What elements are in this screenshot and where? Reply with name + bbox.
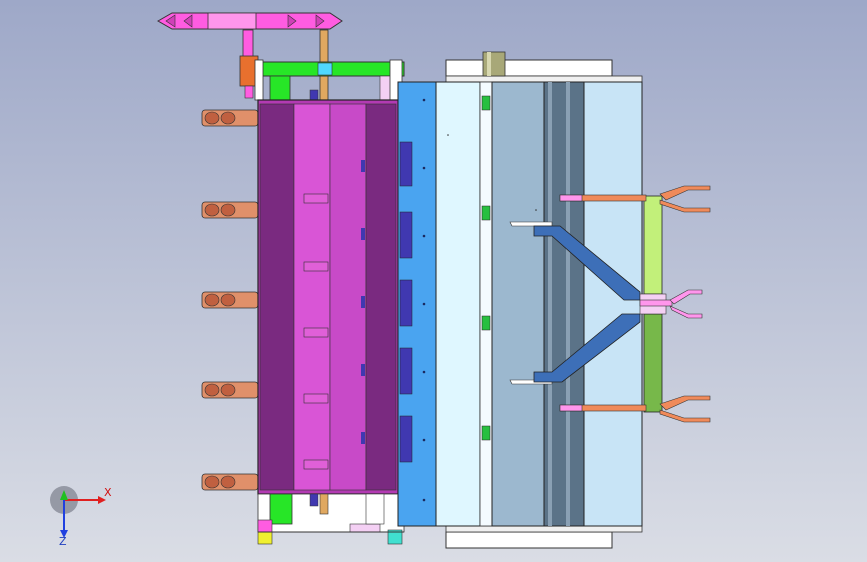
pale-panel [583,81,643,527]
meter-panel [397,81,437,527]
hitch-bar [639,195,667,413]
y-arrow-icon [60,490,68,500]
z-arrow-icon [60,530,68,538]
hitch-forks [559,185,711,423]
x-axis-label: X [104,486,112,499]
crank-handle [156,12,343,99]
link-arms [509,221,641,385]
axis-triad: X Y Z [50,486,112,546]
z-axis-label: Z [59,535,67,546]
nozzles [201,109,259,491]
cover-panel [435,81,481,527]
steel-panel [491,81,545,527]
top-frame [254,59,405,103]
clip-strip [479,81,493,527]
bottom-frame [257,493,405,545]
x-arrow-icon [98,496,106,504]
rails [445,51,643,549]
slate-panel [543,81,585,527]
seed-hopper [257,99,399,495]
